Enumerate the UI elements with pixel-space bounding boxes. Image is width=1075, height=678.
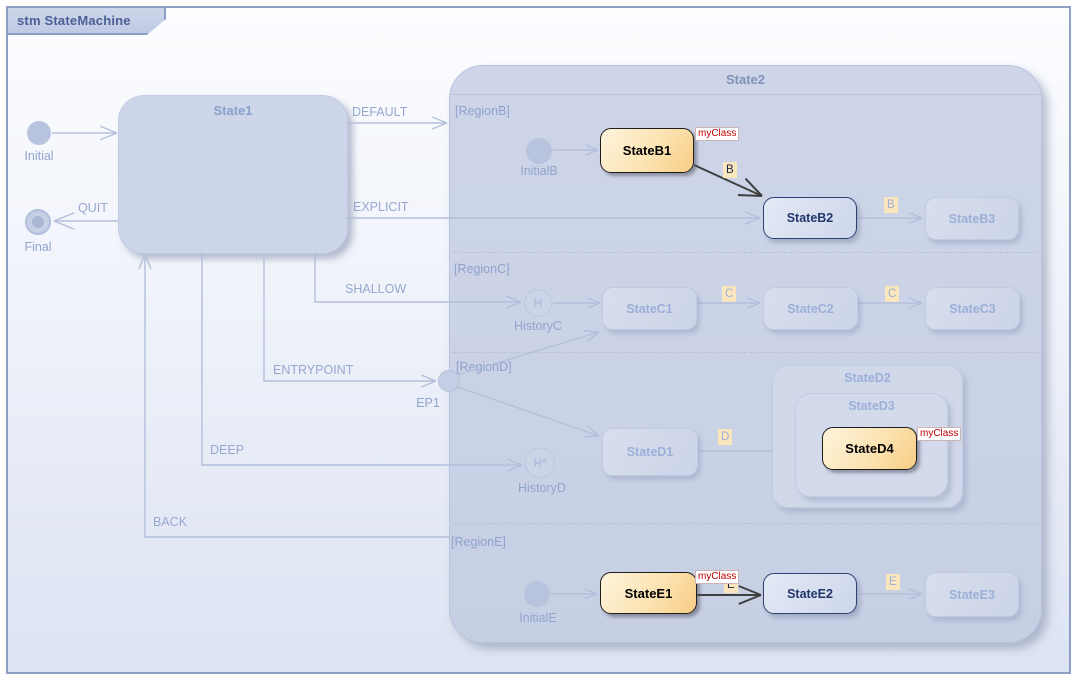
transition-label-ENTRYPOINT[interactable]: ENTRYPOINT <box>273 363 354 377</box>
frame-tab: stm StateMachine <box>6 6 166 35</box>
transition-label-BACK[interactable]: BACK <box>153 515 188 529</box>
trigger-label-D[interactable]: D <box>718 429 733 446</box>
transition-ep1-to-stateD1[interactable] <box>457 386 600 438</box>
transition-label-DEEP[interactable]: DEEP <box>210 443 245 457</box>
state-title: StateD3 <box>848 399 895 413</box>
history-node-HistoryC[interactable]: H <box>524 289 552 317</box>
frame-title: stm StateMachine <box>17 13 131 28</box>
state-StateB2[interactable]: StateB2 <box>763 197 857 239</box>
transition-label-SHALLOW[interactable]: SHALLOW <box>345 282 407 296</box>
transition-initial-to-state1[interactable] <box>52 125 118 141</box>
state-StateB3[interactable]: StateB3 <box>925 197 1019 240</box>
state-StateE2[interactable]: StateE2 <box>763 573 857 614</box>
final-node-Final[interactable] <box>25 209 51 235</box>
final-label-Final: Final <box>24 240 52 254</box>
state-title: StateD2 <box>844 371 891 385</box>
transition-label-QUIT[interactable]: QUIT <box>78 201 108 215</box>
stereotype-label-myClass: myClass <box>695 570 740 584</box>
transition-initialE-to-stateE1[interactable] <box>551 588 598 600</box>
transition-ep1-to-stateC1[interactable] <box>456 329 600 376</box>
transition-explicit[interactable] <box>346 211 761 225</box>
initial-node-InitialB[interactable] <box>526 138 552 164</box>
initial-node-Initial[interactable] <box>27 121 51 145</box>
region-divider <box>453 523 1038 524</box>
transition-B-stateB1-to-stateB2[interactable] <box>693 164 763 197</box>
transition-back[interactable] <box>138 253 449 538</box>
transition-B-stateB2-to-stateB3[interactable] <box>857 212 923 224</box>
state2-title: State2 <box>450 66 1041 95</box>
state-state2[interactable]: State2 <box>449 65 1042 643</box>
initial-label-Initial: Initial <box>24 149 54 163</box>
transition-default[interactable] <box>346 116 448 130</box>
region-label-RegionC: [RegionC] <box>454 262 510 276</box>
transition-quit[interactable] <box>53 212 118 230</box>
trigger-label-C[interactable]: C <box>722 286 737 303</box>
entry-node-EP1[interactable] <box>438 370 460 392</box>
region-divider <box>453 252 1038 253</box>
trigger-label-B[interactable]: B <box>723 162 737 179</box>
state-StateC3[interactable]: StateC3 <box>925 287 1020 330</box>
region-label-RegionB: [RegionB] <box>455 104 510 118</box>
transition-initialB-to-stateB1[interactable] <box>553 144 599 156</box>
state-StateC1[interactable]: StateC1 <box>602 287 697 330</box>
history-label-HistoryD: HistoryD <box>518 481 566 495</box>
state-StateE1[interactable]: StateE1 <box>600 572 697 614</box>
transition-entrypoint[interactable] <box>263 252 437 388</box>
trigger-label-E[interactable]: E <box>886 574 900 591</box>
transition-C-stateC2-to-stateC3[interactable] <box>858 297 923 309</box>
stereotype-label-myClass: myClass <box>917 427 962 441</box>
initial-label-InitialE: InitialE <box>519 611 557 625</box>
transition-shallow[interactable] <box>314 252 522 309</box>
region-label-RegionE: [RegionE] <box>451 535 506 549</box>
state-StateE3[interactable]: StateE3 <box>925 572 1019 617</box>
state-StateD4[interactable]: StateD4 <box>822 427 917 470</box>
state1-title: State1 <box>213 103 253 118</box>
trigger-label-C[interactable]: C <box>885 286 900 303</box>
region-divider <box>453 352 1038 353</box>
transition-E-stateE2-to-stateE3[interactable] <box>858 588 923 600</box>
transition-deep[interactable] <box>201 252 523 472</box>
transition-C-stateC1-to-stateC2[interactable] <box>698 297 761 309</box>
state-StateD1[interactable]: StateD1 <box>602 428 698 476</box>
state-StateC2[interactable]: StateC2 <box>763 287 858 330</box>
trigger-label-B[interactable]: B <box>884 197 898 214</box>
state-state1[interactable]: State1 <box>118 95 348 254</box>
initial-label-InitialB: InitialB <box>520 164 558 178</box>
transition-E-stateE1-to-stateE2[interactable] <box>697 585 762 605</box>
stereotype-label-myClass: myClass <box>695 127 740 141</box>
final-inner-dot <box>32 216 44 228</box>
initial-node-InitialE[interactable] <box>524 581 550 607</box>
state-StateB1[interactable]: StateB1 <box>600 128 694 173</box>
transition-label-EXPLICIT[interactable]: EXPLICIT <box>353 200 409 214</box>
history-label-HistoryC: HistoryC <box>514 319 562 333</box>
transition-historyC-to-stateC1[interactable] <box>553 297 601 309</box>
transition-label-DEFAULT[interactable]: DEFAULT <box>352 105 408 119</box>
entry-label-EP1: EP1 <box>416 396 440 410</box>
history-node-HistoryD[interactable]: H* <box>525 448 555 478</box>
